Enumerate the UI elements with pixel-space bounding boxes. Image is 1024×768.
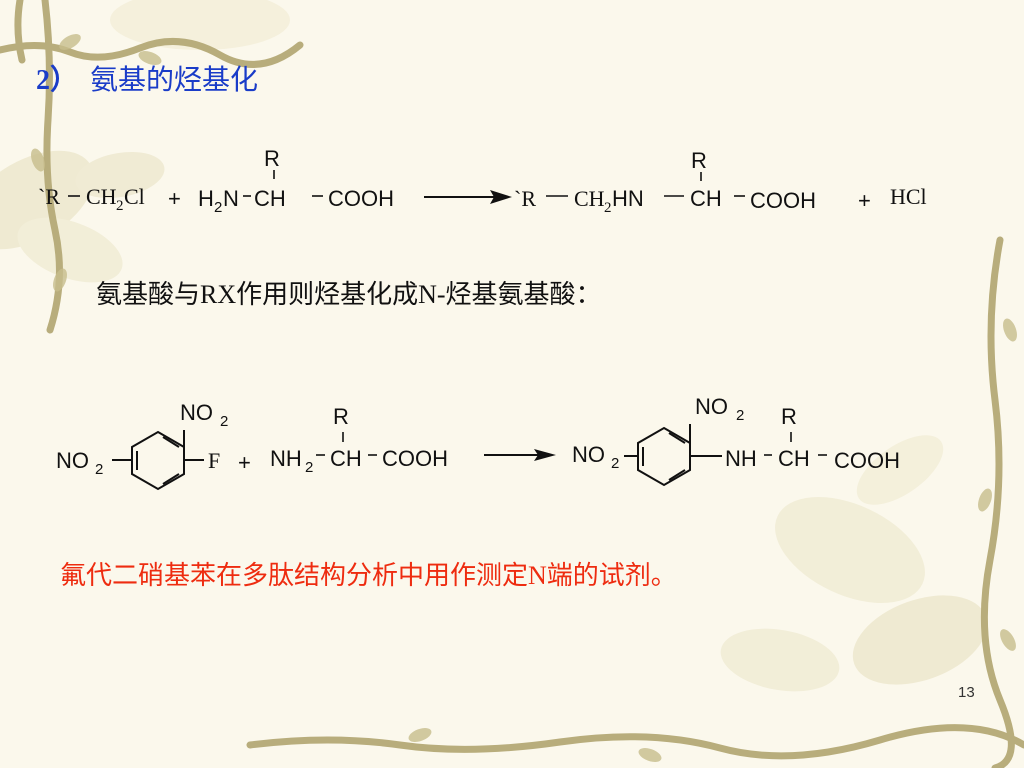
r1-cooh: COOH xyxy=(328,186,394,211)
r2-r-top: R xyxy=(333,404,349,429)
r1-ch-sub: 2 xyxy=(116,198,124,214)
r1-product-ch-alpha: CH xyxy=(690,186,722,211)
r1-product-hn: HN xyxy=(612,186,644,211)
r1-h: H xyxy=(198,186,214,211)
r1-r-group: `R xyxy=(38,184,60,209)
r2-product-no2-top: NO xyxy=(695,394,728,419)
r2-no2-left: NO xyxy=(56,448,89,473)
slide-title: 2） 氨基的烃基化 xyxy=(36,58,258,98)
benzene-ring-product xyxy=(624,424,722,487)
r1-plus-2: + xyxy=(858,188,871,213)
r2-product-nh: NH xyxy=(725,446,757,471)
section-title: 氨基的烃基化 xyxy=(90,65,259,96)
r2-no2-top-sub: 2 xyxy=(220,413,228,430)
r1-plus: + xyxy=(168,186,181,211)
r1-product-ch: CH xyxy=(574,186,605,211)
flower-decoration xyxy=(0,0,988,692)
r2-no2-top: NO xyxy=(180,400,213,425)
r1-hcl: HCl xyxy=(890,184,927,209)
r2-nh: NH xyxy=(270,446,302,471)
r2-fluorine: F xyxy=(208,448,220,473)
r2-ch: CH xyxy=(330,446,362,471)
r2-product-r-top: R xyxy=(781,404,797,429)
r2-no2-left-sub: 2 xyxy=(95,461,103,478)
r1-cl: Cl xyxy=(124,184,145,209)
r2-product-no2-top-sub: 2 xyxy=(736,407,744,424)
description-text: 氨基酸与RX作用则烃基化成N-烃基氨基酸： xyxy=(96,280,602,309)
r2-nh-sub: 2 xyxy=(305,459,313,476)
r1-ch: CH xyxy=(86,184,117,209)
r1-product-r-top: R xyxy=(691,148,707,173)
reaction-1: `R CH 2 Cl + H 2 N CH R COOH `R CH 2 HN … xyxy=(38,146,927,216)
r2-product-ch: CH xyxy=(778,446,810,471)
r1-product-r: `R xyxy=(514,186,536,211)
section-number: 2） xyxy=(36,65,79,96)
r1-ch-alpha: CH xyxy=(254,186,286,211)
reaction-2: NO 2 NO 2 F + NH 2 CH R COOH NO 2 NO 2 N… xyxy=(56,394,900,491)
r2-product-cooh: COOH xyxy=(834,448,900,473)
r2-product-no2-left: NO xyxy=(572,442,605,467)
r1-r-top: R xyxy=(264,146,280,171)
r1-product-cooh: COOH xyxy=(750,188,816,213)
r2-plus: + xyxy=(238,450,251,475)
r1-h-sub: 2 xyxy=(214,199,222,216)
arrow-head xyxy=(490,190,512,204)
r2-product-no2-left-sub: 2 xyxy=(611,455,619,472)
highlight-note: 氟代二硝基苯在多肽结构分析中用作测定N端的试剂。 xyxy=(60,561,677,590)
arrow-head xyxy=(534,449,556,461)
r1-n: N xyxy=(223,186,239,211)
benzene-ring-reagent xyxy=(112,430,204,491)
vine-leaves xyxy=(31,34,1017,762)
r1-product-ch-sub: 2 xyxy=(604,200,612,216)
page-number: 13 xyxy=(958,684,975,701)
r2-cooh: COOH xyxy=(382,446,448,471)
